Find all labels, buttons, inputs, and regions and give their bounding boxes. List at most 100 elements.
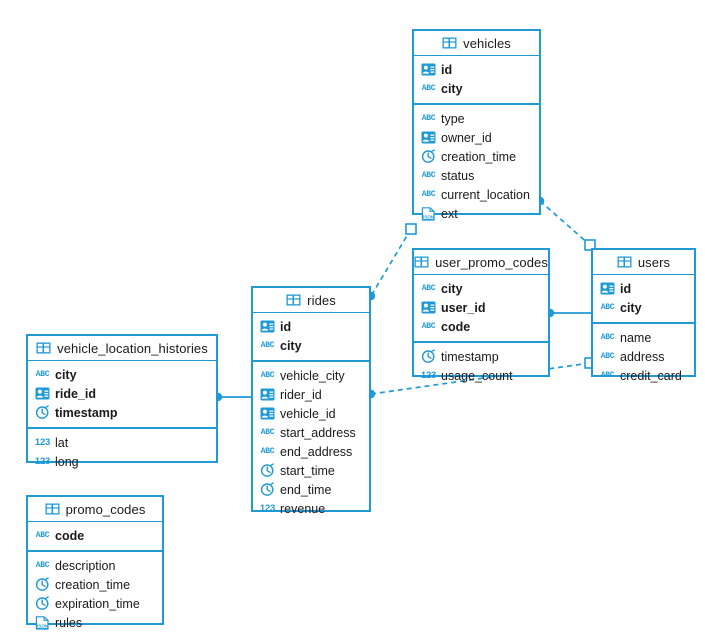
table-title: promo_codes [65, 501, 146, 517]
field-label: long [55, 454, 79, 469]
relationship-line-vehicles-user_promo_codes[interactable] [370, 228, 412, 297]
table-title: users [637, 254, 671, 270]
table-title: user_promo_codes [435, 254, 548, 270]
field-row-vehicles-id[interactable]: id [414, 60, 539, 79]
table-icon [286, 293, 301, 308]
field-label: expiration_time [55, 596, 140, 611]
field-label: rider_id [280, 387, 322, 402]
field-row-users-address[interactable]: ABC address [593, 347, 694, 366]
abc-text-icon: ABC [600, 352, 615, 361]
field-row-rides-vehicle_id[interactable]: vehicle_id [253, 404, 369, 423]
table-header-users[interactable]: users [593, 250, 694, 275]
field-row-rides-id[interactable]: id [253, 317, 369, 336]
abc-text-icon: ABC [600, 303, 615, 312]
field-row-vehicles-owner_id[interactable]: owner_id [414, 128, 539, 147]
field-label: name [620, 330, 652, 345]
key-card-icon [260, 406, 275, 421]
abc-text-icon: ABC [600, 333, 615, 342]
table-header-vehicle_location_histories[interactable]: vehicle_location_histories [28, 336, 216, 361]
field-row-users-name[interactable]: ABC name [593, 328, 694, 347]
field-label: city [55, 367, 77, 382]
field-label: code [55, 528, 85, 543]
field-row-promo_codes-creation_time[interactable]: creation_time [28, 575, 162, 594]
field-label: end_address [280, 444, 353, 459]
field-label: lat [55, 435, 69, 450]
field-row-users-id[interactable]: id [593, 279, 694, 298]
field-row-vehicles-creation_time[interactable]: creation_time [414, 147, 539, 166]
table-icon [45, 502, 60, 517]
field-label: credit_card [620, 368, 682, 383]
field-row-promo_codes-code[interactable]: ABC code [28, 526, 162, 545]
key-card-icon [421, 300, 436, 315]
field-label: owner_id [441, 130, 492, 145]
key-card-icon [260, 319, 275, 334]
field-row-vehicle_location_histories-long[interactable]: 123 long [28, 452, 216, 471]
table-header-rides[interactable]: rides [253, 288, 369, 313]
field-row-rides-end_address[interactable]: ABC end_address [253, 442, 369, 461]
table-title: vehicles [463, 35, 511, 51]
field-row-user_promo_codes-user_id[interactable]: user_id [414, 298, 548, 317]
field-label: user_id [441, 300, 486, 315]
abc-text-icon: ABC [260, 447, 275, 456]
abc-text-icon: ABC [421, 114, 436, 123]
field-row-vehicle_location_histories-timestamp[interactable]: timestamp [28, 403, 216, 422]
field-row-user_promo_codes-timestamp[interactable]: timestamp [414, 347, 548, 366]
table-header-vehicles[interactable]: vehicles [414, 31, 539, 56]
table-icon [414, 255, 429, 270]
field-label: start_address [280, 425, 356, 440]
clock-icon [35, 405, 50, 420]
field-label: current_location [441, 187, 530, 202]
svg-text:JSON: JSON [422, 214, 435, 219]
field-label: start_time [280, 463, 335, 478]
key-card-icon [421, 62, 436, 77]
field-label: rules [55, 615, 83, 630]
123-number-icon: 123 [420, 370, 437, 381]
field-label: end_time [280, 482, 332, 497]
field-label: vehicle_city [280, 368, 345, 383]
key-card-icon [35, 386, 50, 401]
table-header-promo_codes[interactable]: promo_codes [28, 497, 162, 522]
field-row-promo_codes-expiration_time[interactable]: expiration_time [28, 594, 162, 613]
abc-text-icon: ABC [35, 531, 50, 540]
field-row-rides-start_time[interactable]: start_time [253, 461, 369, 480]
field-label: revenue [280, 501, 326, 516]
field-label: timestamp [441, 349, 499, 364]
table-header-user_promo_codes[interactable]: user_promo_codes [414, 250, 548, 275]
field-label: address [620, 349, 665, 364]
field-row-rides-end_time[interactable]: end_time [253, 480, 369, 499]
field-row-vehicle_location_histories-ride_id[interactable]: ride_id [28, 384, 216, 403]
field-row-rides-rider_id[interactable]: rider_id [253, 385, 369, 404]
relationship-line-vehicles-users[interactable] [539, 200, 591, 246]
123-number-icon: 123 [34, 456, 51, 467]
field-label: timestamp [55, 405, 118, 420]
